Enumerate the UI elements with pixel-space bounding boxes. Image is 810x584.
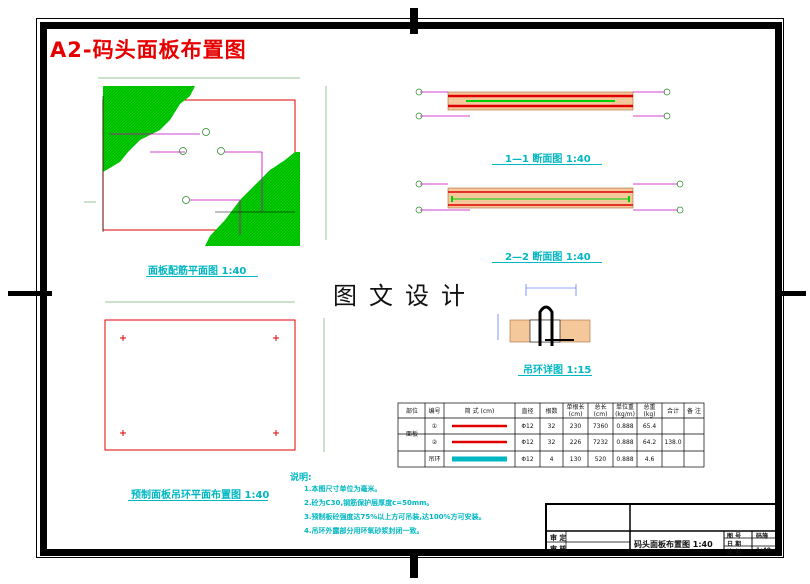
tb-label-date: 日 期 bbox=[727, 541, 742, 548]
td-no: ① bbox=[431, 423, 438, 430]
plan-view-caption: 面板配筋平面图 1:40 bbox=[148, 266, 247, 277]
layout-view-caption-underline bbox=[128, 500, 268, 501]
tb-value-scale: 1:40 bbox=[756, 547, 771, 554]
plan-hatch-top-left bbox=[103, 86, 195, 172]
note-line-3: 3.预制板砼强度达75%以上方可吊装,达100%方可安装。 bbox=[304, 513, 486, 521]
td-no: 吊环 bbox=[428, 456, 441, 463]
th-remark: 备 注 bbox=[687, 408, 701, 415]
section-1-caption: 1—1 断面图 1:40 bbox=[505, 154, 591, 165]
td-unit-len: 130 bbox=[569, 456, 582, 463]
tb-value-drawing-no: 码施 bbox=[756, 533, 769, 540]
th-shape: 简 式 (cm) bbox=[464, 408, 495, 415]
td-unit-len: 226 bbox=[569, 439, 582, 446]
td-count: 32 bbox=[547, 439, 556, 446]
section-2-2 bbox=[415, 180, 684, 214]
section-2-caption-underline bbox=[492, 262, 602, 263]
th-dia: 直径 bbox=[521, 408, 534, 415]
th-total-len: 总长 (cm) bbox=[593, 404, 608, 418]
section-1-caption-underline bbox=[492, 164, 602, 165]
td-unit-len: 230 bbox=[569, 423, 582, 430]
th-no: 编号 bbox=[428, 408, 441, 415]
td-total-len: 7232 bbox=[592, 439, 609, 446]
section-1-1 bbox=[415, 88, 671, 120]
td-unit-wt: 0.888 bbox=[616, 423, 634, 430]
td-part: 面板 bbox=[405, 431, 418, 438]
notes-heading: 说明: bbox=[290, 473, 312, 483]
title-block-grid bbox=[545, 503, 781, 555]
td-unit-wt: 0.888 bbox=[616, 456, 634, 463]
note-line-2: 2.砼为C30,钢筋保护层厚度c=50mm。 bbox=[304, 499, 434, 507]
tb-label-review: 审 核 bbox=[550, 545, 567, 553]
rebar-table-shapes bbox=[452, 424, 507, 462]
watermark-text: 图文设计 bbox=[333, 282, 477, 310]
lifting-ring-layout bbox=[104, 301, 325, 452]
td-dia: Φ12 bbox=[521, 456, 534, 463]
td-total-len: 7360 bbox=[592, 423, 609, 430]
tb-drawing-name: 码头面板布置图 1:40 bbox=[634, 540, 713, 549]
th-total-wt: 总重 (kg) bbox=[643, 404, 656, 418]
th-count: 根数 bbox=[545, 408, 558, 415]
layout-view-caption: 预制面板吊环平面布置图 1:40 bbox=[131, 490, 270, 501]
section-2-caption: 2—2 断面图 1:40 bbox=[505, 252, 591, 263]
td-total-wt: 65.4 bbox=[642, 423, 657, 430]
th-unit-wt: 单位重 (kg/m) bbox=[615, 404, 635, 418]
td-unit-wt: 0.888 bbox=[616, 439, 634, 446]
plan-view-caption-underline bbox=[146, 276, 258, 277]
tb-label-approve: 审 定 bbox=[550, 534, 567, 542]
tb-label-scale: 比 例 bbox=[727, 549, 742, 556]
plan-view bbox=[84, 77, 327, 246]
frame-tick-marks bbox=[8, 8, 806, 578]
td-total-wt: 4.6 bbox=[644, 456, 655, 463]
th-part: 部位 bbox=[405, 408, 418, 415]
td-sum: 138.0 bbox=[664, 439, 682, 446]
tb-label-drawing-no: 图 号 bbox=[727, 533, 742, 540]
td-count: 4 bbox=[549, 456, 554, 463]
lifting-ring-detail bbox=[497, 284, 591, 346]
td-dia: Φ12 bbox=[521, 439, 534, 446]
plan-hatch-bottom-right bbox=[205, 152, 300, 246]
td-total-wt: 64.2 bbox=[642, 439, 657, 446]
lifting-ring-caption-underline bbox=[518, 375, 592, 376]
td-count: 32 bbox=[547, 423, 556, 430]
th-unit-len: 单根长 (cm) bbox=[566, 404, 585, 418]
rebar-table-grid bbox=[397, 402, 705, 468]
td-total-len: 520 bbox=[594, 456, 607, 463]
note-line-4: 4.吊环外露部分用环氧砂浆封闭一致。 bbox=[304, 527, 424, 535]
td-no: ② bbox=[431, 439, 438, 446]
sheet-title: A2-码头面板布置图 bbox=[50, 38, 247, 62]
th-sum: 合计 bbox=[666, 408, 679, 415]
td-dia: Φ12 bbox=[521, 423, 534, 430]
note-line-1: 1.本图尺寸单位为毫米。 bbox=[304, 485, 382, 493]
lifting-ring-caption: 吊环详图 1:15 bbox=[523, 365, 592, 376]
